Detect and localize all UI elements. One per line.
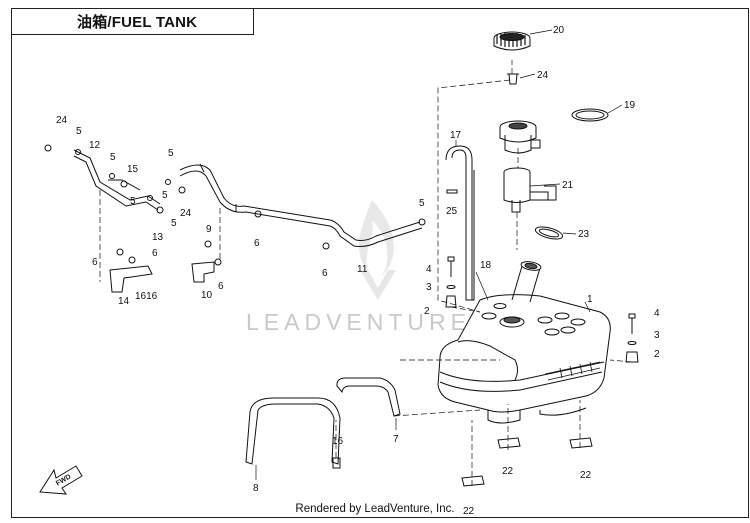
callout-18: 18 bbox=[480, 260, 492, 271]
gasket-ring[interactable] bbox=[571, 108, 609, 122]
fuel-line-11[interactable] bbox=[179, 163, 423, 247]
callout-3-right: 3 bbox=[654, 330, 660, 341]
fittings[interactable] bbox=[44, 144, 426, 266]
footer-credit: Rendered by LeadVenture, Inc. bbox=[295, 503, 455, 515]
callout-5-b: 5 bbox=[110, 152, 116, 163]
strap-8[interactable] bbox=[245, 397, 341, 465]
callout-20: 20 bbox=[553, 25, 565, 36]
callout-1: 1 bbox=[587, 294, 593, 305]
callout-5: 5 bbox=[419, 198, 425, 209]
callout-5-f: 5 bbox=[171, 218, 177, 229]
callout-8: 8 bbox=[253, 483, 259, 494]
fuel-tank[interactable] bbox=[437, 260, 611, 424]
callout-10: 10 bbox=[201, 290, 213, 301]
fuel-cap[interactable] bbox=[493, 31, 531, 51]
callout-12: 12 bbox=[89, 140, 101, 151]
callout-6-c: 6 bbox=[92, 257, 98, 268]
hose-17-outer bbox=[445, 145, 473, 300]
pad-22-b[interactable] bbox=[569, 437, 593, 449]
callout-6-b: 6 bbox=[322, 268, 328, 279]
callout-9: 9 bbox=[206, 224, 212, 235]
callout-17: 17 bbox=[450, 130, 462, 141]
bolt-set-right[interactable] bbox=[625, 313, 639, 363]
hose-17[interactable] bbox=[451, 149, 475, 301]
callout-3: 3 bbox=[426, 282, 432, 293]
gasket-23[interactable] bbox=[534, 225, 564, 242]
fuel-line-12[interactable] bbox=[73, 149, 161, 211]
callout-5-left: 5 bbox=[76, 126, 82, 137]
callout-22-right: 22 bbox=[580, 470, 592, 481]
pad-16[interactable] bbox=[332, 457, 341, 469]
callout-24: 24 bbox=[537, 70, 549, 81]
callout-15: 15 bbox=[127, 164, 139, 175]
callout-1616: 1616 bbox=[135, 291, 158, 302]
callout-13: 13 bbox=[152, 232, 164, 243]
strap-7[interactable] bbox=[336, 377, 401, 417]
fuel-pump[interactable] bbox=[503, 167, 557, 213]
callout-4: 4 bbox=[426, 264, 432, 275]
bracket-10[interactable] bbox=[191, 261, 215, 283]
callout-22-bottom: 22 bbox=[463, 506, 475, 517]
callout-2-right: 2 bbox=[654, 349, 660, 360]
callout-24-left: 24 bbox=[56, 115, 68, 126]
clip-25[interactable] bbox=[446, 189, 458, 194]
pad-22-c[interactable] bbox=[461, 475, 485, 487]
bolt-set-left[interactable] bbox=[445, 256, 457, 308]
callout-23: 23 bbox=[578, 229, 590, 240]
callout-6-e: 6 bbox=[218, 281, 224, 292]
callout-16: 16 bbox=[332, 436, 344, 447]
callout-25: 25 bbox=[446, 206, 458, 217]
callout-24-mid: 24 bbox=[180, 208, 192, 219]
watermark-logo bbox=[359, 200, 396, 300]
reference-lines bbox=[99, 60, 633, 486]
callout-14: 14 bbox=[118, 296, 130, 307]
callout-6-d: 6 bbox=[152, 248, 158, 259]
fwd-arrow-icon: FWD bbox=[39, 465, 83, 495]
callout-21: 21 bbox=[562, 180, 574, 191]
callout-5-e: 5 bbox=[130, 196, 136, 207]
callout-22: 22 bbox=[502, 466, 514, 477]
callout-4-right: 4 bbox=[654, 308, 660, 319]
callout-19: 19 bbox=[624, 100, 636, 111]
watermark-text: LEADVENTURE bbox=[246, 309, 471, 335]
screw-24-top[interactable] bbox=[507, 73, 519, 85]
callout-11: 11 bbox=[357, 264, 368, 275]
callout-5-c: 5 bbox=[168, 148, 174, 159]
callout-7: 7 bbox=[393, 434, 399, 445]
page-title: 油箱/FUEL TANK bbox=[77, 13, 198, 31]
bracket-14[interactable] bbox=[109, 265, 153, 293]
leader-lines bbox=[255, 29, 623, 480]
title-box: 油箱/FUEL TANK bbox=[11, 8, 254, 35]
callouts: 20 24 19 17 21 25 5 23 18 4 3 2 1 4 3 2 … bbox=[56, 25, 660, 517]
gasket-ring-inner bbox=[575, 110, 605, 120]
callout-6-a: 6 bbox=[254, 238, 260, 249]
filler-neck[interactable] bbox=[499, 120, 541, 154]
callout-2: 2 bbox=[424, 306, 430, 317]
callout-5-d: 5 bbox=[162, 190, 168, 201]
diagram-frame bbox=[11, 8, 749, 518]
pad-22-a[interactable] bbox=[497, 437, 521, 449]
